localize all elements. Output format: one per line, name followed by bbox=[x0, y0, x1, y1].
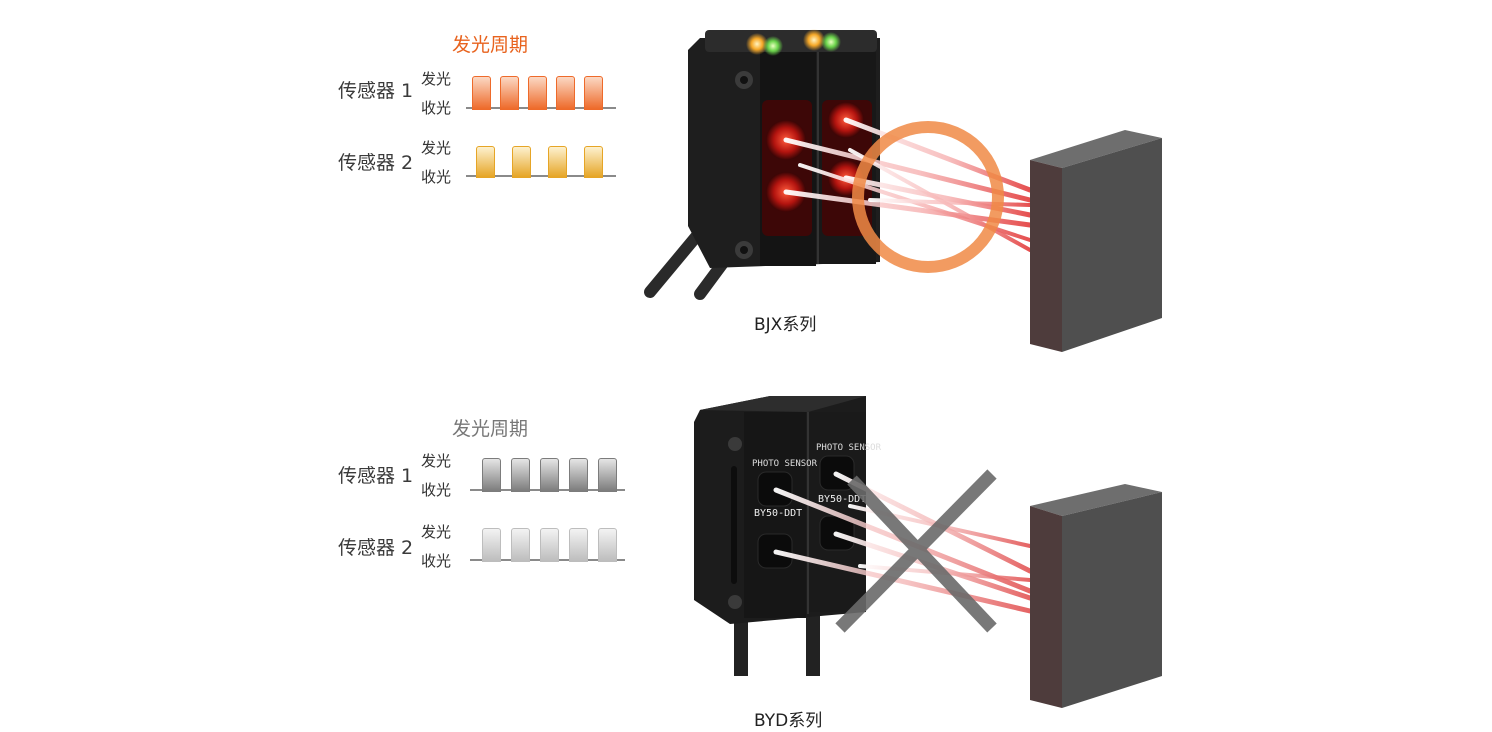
pulse-bar bbox=[548, 146, 567, 178]
pulse-bar bbox=[476, 146, 495, 178]
bjx-caption: BJX系列 bbox=[754, 315, 817, 335]
pulse-bar bbox=[569, 458, 588, 492]
pulse-bar bbox=[511, 528, 530, 562]
pulse-bar bbox=[598, 458, 617, 492]
pulse-bar bbox=[598, 528, 617, 562]
pulse-bar bbox=[482, 458, 501, 492]
bjx-no-interference-circle bbox=[852, 121, 1004, 273]
byd-sensor2-label: 传感器 2 bbox=[338, 537, 414, 559]
byd-device-label-1: PHOTO SENSOR bbox=[752, 459, 818, 469]
pulse-bar bbox=[540, 458, 559, 492]
panel-bjx: 发光周期 传感器 1 发光 收光 传感器 2 发光 收光 BJX系列 bbox=[338, 29, 1162, 352]
pulse-bar bbox=[556, 76, 575, 110]
byd-sensor1-receive-label: 收光 bbox=[421, 481, 452, 499]
pulse-bar bbox=[584, 146, 603, 178]
pulse-bar bbox=[512, 146, 531, 178]
pulse-bar bbox=[528, 76, 547, 110]
byd-target-object bbox=[1030, 484, 1162, 708]
pulse-bar bbox=[482, 528, 501, 562]
pulse-bar bbox=[584, 76, 603, 110]
pulse-bar bbox=[569, 528, 588, 562]
bjx-target-object bbox=[1030, 130, 1162, 352]
pulse-bar bbox=[472, 76, 491, 110]
bjx-sensor2-emit-label: 发光 bbox=[421, 139, 452, 157]
byd-device-label-2: PHOTO SENSOR bbox=[816, 443, 882, 453]
byd-sensor1-label: 传感器 1 bbox=[338, 465, 414, 487]
bjx-sensor2-label: 传感器 2 bbox=[338, 152, 414, 174]
pulse-bar bbox=[540, 528, 559, 562]
byd-interference-cross bbox=[835, 469, 997, 633]
byd-model-label-2: BY50-DDT bbox=[818, 494, 866, 505]
bjx-sensor2-baseline bbox=[466, 175, 616, 177]
bjx-sensor2-receive-label: 收光 bbox=[421, 168, 452, 186]
bjx-cycle-title: 发光周期 bbox=[452, 34, 529, 56]
bjx-sensor1-label: 传感器 1 bbox=[338, 80, 414, 102]
byd-model-label-1: BY50-DDT bbox=[754, 508, 802, 519]
byd-sensor2-receive-label: 收光 bbox=[421, 552, 452, 570]
panel-byd: PHOTO SENSOR PHOTO SENSOR BY50-DDT BY50-… bbox=[0, 366, 1492, 732]
byd-scene: PHOTO SENSOR PHOTO SENSOR BY50-DDT BY50-… bbox=[694, 396, 1162, 708]
byd-caption: BYD系列 bbox=[754, 711, 823, 731]
bjx-sensor1-receive-label: 收光 bbox=[421, 99, 452, 117]
byd-cycle-title: 发光周期 bbox=[452, 418, 529, 440]
pulse-bar bbox=[511, 458, 530, 492]
byd-cables bbox=[734, 616, 820, 676]
bjx-scene bbox=[644, 29, 1162, 352]
pulse-bar bbox=[500, 76, 519, 110]
byd-sensor-device: PHOTO SENSOR PHOTO SENSOR BY50-DDT BY50-… bbox=[694, 396, 882, 624]
byd-sensor2-emit-label: 发光 bbox=[421, 523, 452, 541]
bjx-sensor1-emit-label: 发光 bbox=[421, 70, 452, 88]
byd-sensor1-emit-label: 发光 bbox=[421, 452, 452, 470]
